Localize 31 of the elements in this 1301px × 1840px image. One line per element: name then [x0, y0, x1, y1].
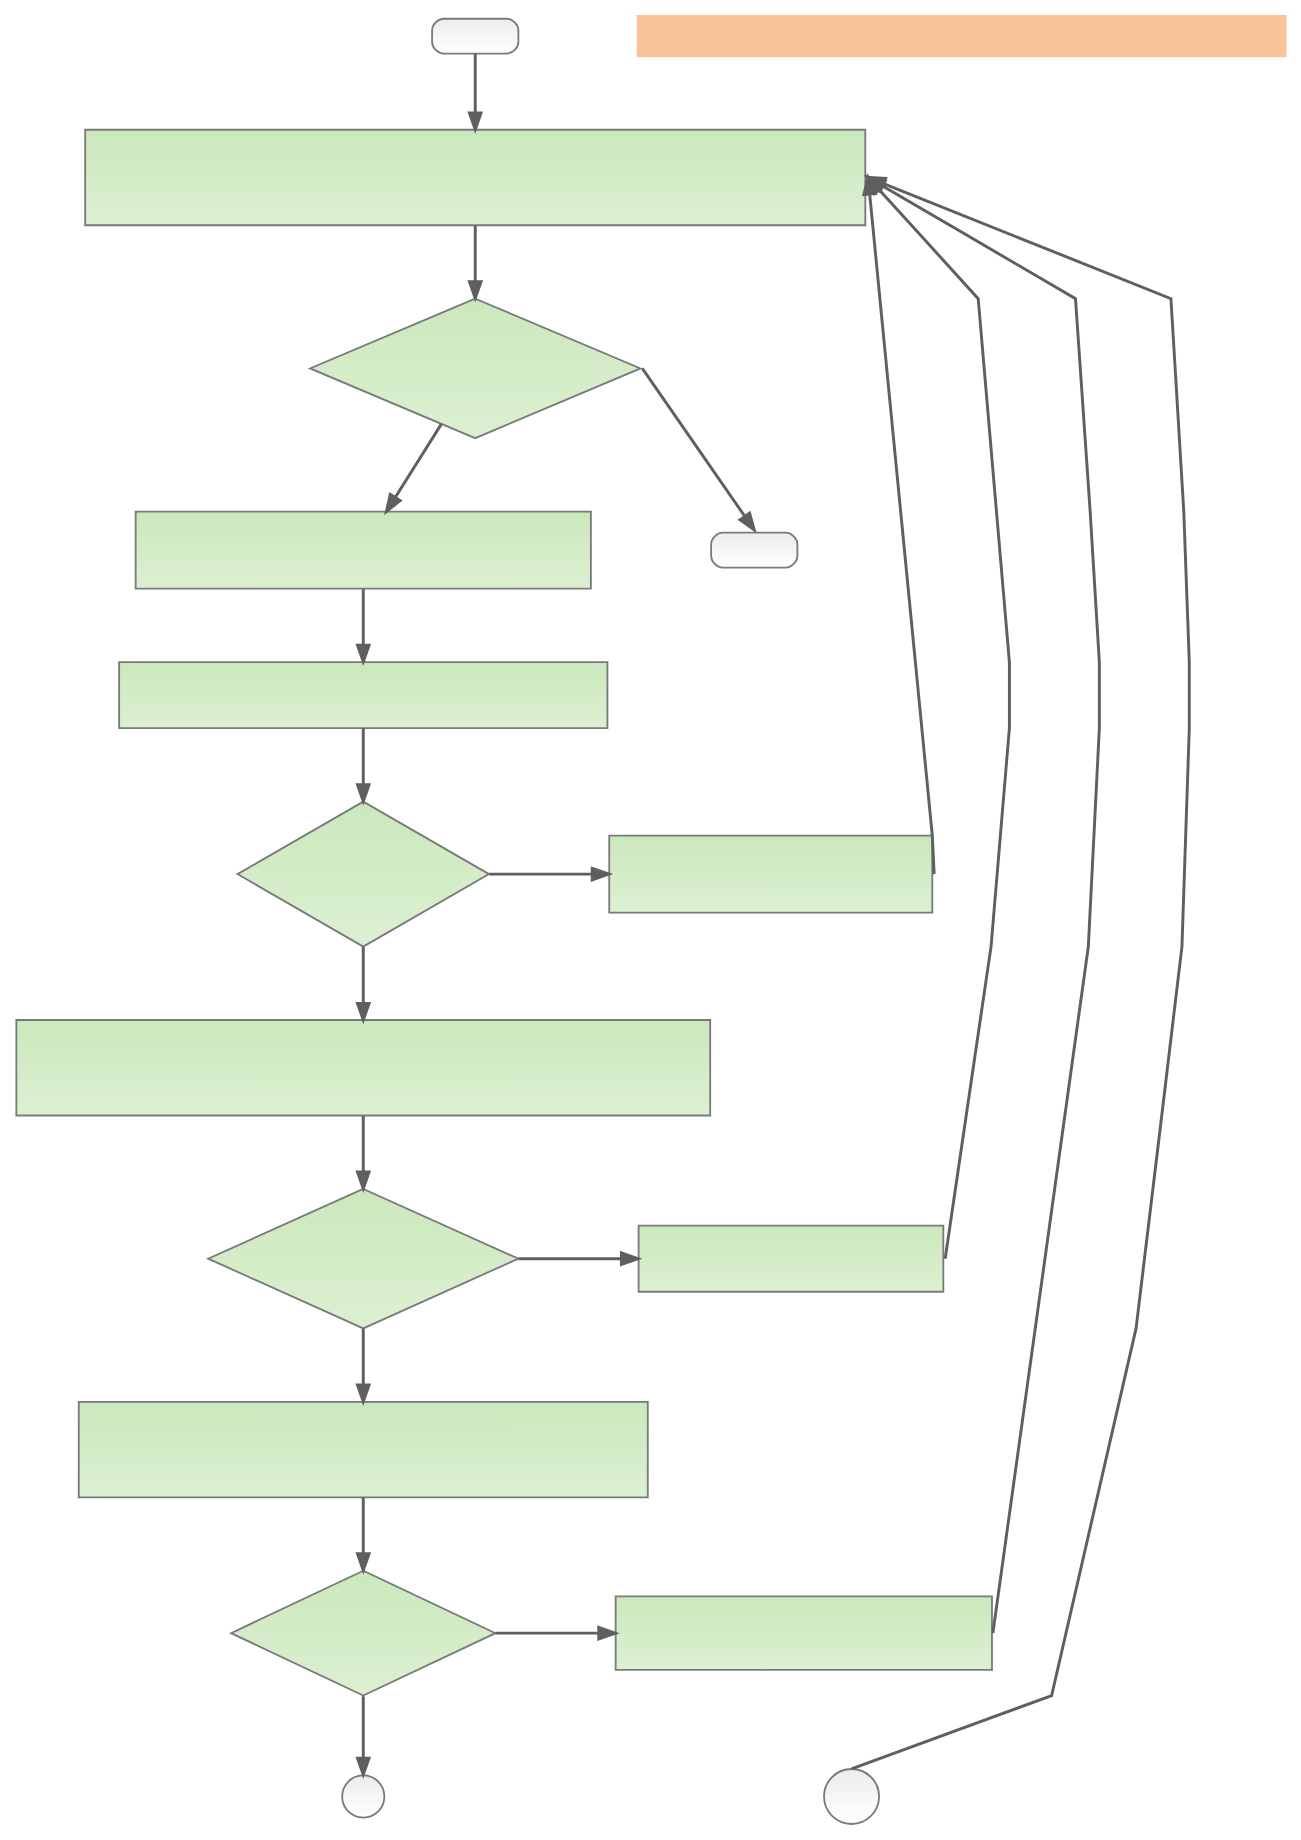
arrow [354, 1328, 371, 1407]
arrow [488, 866, 613, 882]
arrow [466, 53, 483, 134]
node-box [607, 834, 933, 914]
node-box [83, 128, 866, 227]
node-diamond [235, 800, 491, 948]
arrow [383, 423, 443, 516]
node-diamond [307, 297, 643, 440]
node-circle [340, 1774, 385, 1819]
arrow [495, 1625, 620, 1641]
arrow [354, 728, 371, 806]
arrow [640, 367, 757, 534]
arrow [518, 1250, 642, 1267]
node-diamond [205, 1187, 521, 1330]
node-circle [822, 1768, 880, 1825]
arrow [354, 1497, 371, 1575]
node-box [637, 1224, 944, 1293]
arrow [354, 946, 371, 1025]
node-bar [636, 15, 1287, 58]
arrow [354, 589, 371, 667]
node-box [14, 1019, 711, 1117]
node-box [614, 1595, 993, 1671]
node-diamond [228, 1569, 498, 1697]
node-box [134, 510, 592, 590]
arrow [354, 1696, 371, 1780]
node-box [117, 661, 608, 730]
node-oval [430, 17, 519, 55]
arrow [466, 225, 483, 303]
node-oval [709, 531, 798, 569]
arrow [354, 1115, 371, 1193]
node-box [77, 1400, 649, 1499]
